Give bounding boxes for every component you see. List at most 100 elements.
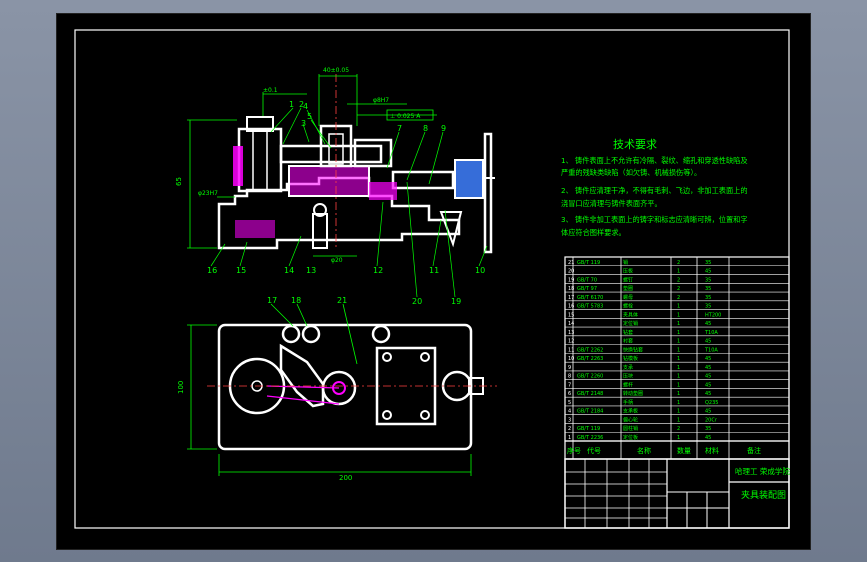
tech-line-6: 体应符合图样要求。	[561, 228, 626, 237]
parts-cell: 1	[677, 400, 680, 406]
dim-offset: ±0.1	[263, 87, 278, 94]
parts-cell: 垫圈	[623, 285, 633, 292]
parts-cell: 9	[568, 365, 571, 371]
balloon-17: 17	[267, 296, 277, 305]
parts-cell: HT200	[705, 312, 721, 318]
parts-cell: 1	[677, 269, 680, 275]
balloon-16: 16	[207, 266, 217, 275]
parts-cell: 11	[568, 347, 574, 353]
parts-header-cell: 序号	[567, 446, 581, 455]
parts-header-cell: 备注	[747, 446, 761, 455]
parts-cell: 35	[705, 426, 711, 432]
tech-line-3: 2、 铸件应清理干净，不得有毛刺、飞边，非加工表面上的	[561, 186, 748, 195]
parts-cell: 1	[677, 339, 680, 345]
parts-cell: 1	[568, 435, 571, 441]
parts-cell: GB/T 2148	[577, 391, 603, 397]
tech-line-5: 3、 铸件非加工表面上的铸字和标志应清晰可辨，位置和字	[561, 215, 748, 224]
parts-cell: 2	[677, 426, 680, 432]
balloon-18: 18	[291, 296, 301, 305]
parts-cell: 1	[677, 321, 680, 327]
parts-cell: GB/T 5783	[577, 304, 603, 310]
parts-cell: 20	[568, 269, 574, 275]
parts-cell: 1	[677, 356, 680, 362]
parts-cell: T10A	[704, 330, 718, 336]
balloon-3: 3	[301, 119, 306, 128]
parts-header-cell: 代号	[587, 446, 601, 455]
parts-header-cell: 名称	[637, 446, 651, 455]
parts-cell: 10	[568, 356, 574, 362]
parts-cell: T10A	[704, 347, 718, 353]
balloon-15: 15	[236, 266, 246, 275]
parts-cell: 快换钻套	[623, 346, 643, 353]
parts-cell: 13	[568, 330, 574, 336]
parts-cell: 35	[705, 260, 711, 266]
parts-cell: 35	[705, 304, 711, 310]
balloon-14: 14	[284, 266, 294, 275]
front-view: 65 ±0.1 40±0.05 φ8H7 ⊥ 0.025 A φ23H7 φ20…	[175, 67, 495, 306]
parts-cell: GB/T 2263	[577, 356, 603, 362]
parts-cell: GB/T 2262	[577, 347, 603, 353]
parts-cell: 45	[705, 391, 711, 397]
parts-cell: 支承	[623, 364, 633, 371]
parts-cell: 1	[677, 417, 680, 423]
parts-cell: 夹具体	[623, 311, 638, 318]
parts-cell: 1	[677, 312, 680, 318]
tolerance-frame: ⊥ 0.025 A	[390, 113, 421, 120]
parts-cell: 1	[677, 391, 680, 397]
parts-cell: 1	[677, 374, 680, 380]
parts-cell: 2	[677, 277, 680, 283]
balloon-13: 13	[306, 266, 316, 275]
parts-cell: 45	[705, 409, 711, 415]
parts-cell: 18	[568, 286, 574, 292]
dim-diameter-note: φ20	[331, 257, 343, 264]
parts-cell: 8	[568, 374, 571, 380]
balloon-21: 21	[337, 296, 347, 305]
parts-cell: 12	[568, 339, 574, 345]
balloon-19: 19	[451, 297, 461, 306]
parts-cell: GB/T 2184	[577, 409, 603, 415]
parts-cell: 1	[677, 330, 680, 336]
parts-cell: 偏心轮	[623, 416, 638, 423]
parts-cell: 45	[705, 356, 711, 362]
parts-cell: 1	[677, 382, 680, 388]
dim-hole-dia: φ8H7	[373, 97, 389, 104]
dim-height-total: 65	[175, 177, 183, 186]
balloon-2: 2	[299, 100, 304, 109]
balloon-20: 20	[412, 297, 422, 306]
parts-cell: 压板	[623, 268, 633, 275]
parts-cell: 16	[568, 304, 574, 310]
parts-cell: 手柄	[623, 399, 633, 406]
parts-cell: 钻模板	[623, 355, 638, 362]
dim-base-bore: φ23H7	[198, 190, 218, 197]
parts-cell: 4	[568, 409, 571, 415]
parts-cell: 2	[568, 426, 571, 432]
parts-cell: 17	[568, 295, 574, 301]
parts-cell: 19	[568, 277, 574, 283]
parts-cell: 圆柱销	[623, 425, 638, 432]
parts-cell: 支承板	[623, 408, 638, 415]
parts-cell: GB/T 2236	[577, 435, 603, 441]
balloon-5: 5	[307, 112, 312, 121]
parts-cell: 压块	[623, 373, 633, 380]
parts-cell: 2	[677, 295, 680, 301]
parts-cell: 螺钉	[623, 276, 633, 283]
parts-cell: GB/T 2260	[577, 374, 603, 380]
parts-cell: 35	[705, 295, 711, 301]
parts-cell: 35	[705, 277, 711, 283]
balloon-4: 4	[303, 102, 308, 111]
title-drawing-name: 夹具装配图	[741, 489, 786, 501]
dim-top-width-200: 200	[339, 474, 352, 482]
drawing-sheet: 65 ±0.1 40±0.05 φ8H7 ⊥ 0.025 A φ23H7 φ20…	[56, 13, 811, 550]
parts-cell: 20Cr	[705, 417, 718, 423]
parts-cell: 45	[705, 321, 711, 327]
parts-header-cell: 材料	[705, 446, 719, 455]
parts-cell: 45	[705, 269, 711, 275]
tech-line-2: 严重的残缺类缺陷（如欠铸、机械损伤等）。	[561, 168, 701, 177]
tech-line-4: 浇冒口应清理与铸件表面齐平。	[561, 199, 662, 208]
balloon-7: 7	[397, 124, 402, 133]
parts-cell: 21	[568, 260, 574, 266]
parts-cell: 2	[677, 260, 680, 266]
tech-line-1: 1、 铸件表面上不允许有冷隔、裂纹、缩孔和穿透性缺陷及	[561, 156, 748, 165]
parts-cell: 定位板	[623, 434, 638, 441]
